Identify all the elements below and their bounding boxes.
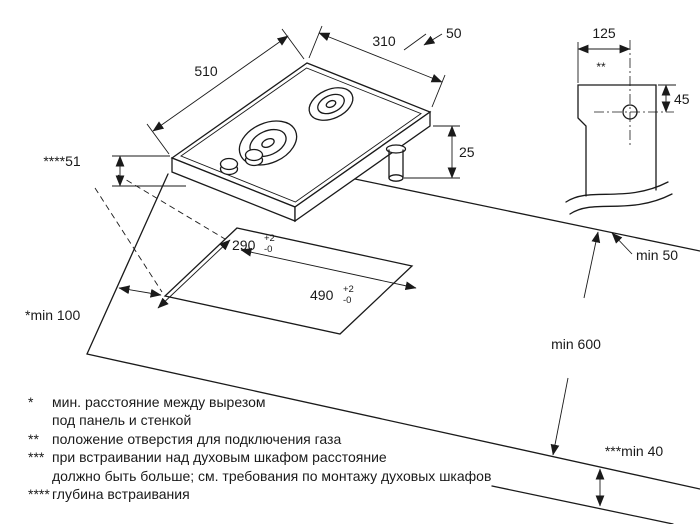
footnote-text: мин. расстояние между вырезом <box>52 394 266 410</box>
footnote-marker: ** <box>28 431 39 447</box>
worktop-left-edge <box>86 173 169 355</box>
dim-510-label: 510 <box>194 63 218 79</box>
footnote-text: под панель и стенкой <box>52 412 191 428</box>
cutout-490-tol-minus: -0 <box>343 295 351 306</box>
footnote-text: при встраивании над духовым шкафом расст… <box>52 449 387 465</box>
footnote-text: глубина встраивания <box>52 486 190 502</box>
footnote-text: положение отверстия для подключения газа <box>52 431 341 447</box>
footnote-marker: *** <box>28 449 45 465</box>
cutout-290-label: 290 <box>232 237 256 253</box>
dimension-lines <box>112 25 676 507</box>
panel-outline <box>577 84 657 197</box>
control-knobs <box>219 148 264 176</box>
footnotes: * мин. расстояние между вырезом под пане… <box>28 394 491 502</box>
break-line <box>569 193 673 215</box>
cutout-290-tol-plus: +2 <box>264 233 275 244</box>
gas-hole-footnote-ref: ** <box>596 60 606 74</box>
dim-125-label: 125 <box>592 25 616 41</box>
footnote-text: должно быть больше; см. требования по мо… <box>52 468 491 484</box>
burner-small <box>308 87 354 121</box>
min-100-label: *min 100 <box>25 307 80 323</box>
hob-body-right <box>294 110 431 223</box>
min-50-label: min 50 <box>636 247 678 263</box>
hob <box>170 62 432 223</box>
gas-hole-detail-view <box>565 40 674 215</box>
dim-50-label: 50 <box>446 25 462 41</box>
dim-25-label: 25 <box>459 144 475 160</box>
break-line <box>565 181 669 203</box>
oven-top-edge <box>491 485 674 524</box>
cutout-490-label: 490 <box>310 287 334 303</box>
cutout-490-tol-plus: +2 <box>343 284 354 295</box>
cutout-290-tol-minus: -0 <box>264 244 272 255</box>
gas-inlet-pipe <box>385 144 407 182</box>
projection-line <box>94 187 163 293</box>
min-40-label: ***min 40 <box>605 443 664 459</box>
footnote-marker: * <box>28 394 34 410</box>
dim-51-label: ****51 <box>43 153 81 169</box>
dim-45-label: 45 <box>674 91 690 107</box>
worktop-front-edge <box>86 353 700 490</box>
footnote-marker: **** <box>28 486 50 502</box>
dimension-labels: 510 310 50 25 ****51 125 45 ** 290 +2 -0… <box>25 25 690 459</box>
dim-310-label: 310 <box>372 33 396 49</box>
cutout-outline <box>163 227 414 335</box>
min-600-label: min 600 <box>551 336 601 352</box>
worktop-rear-edge <box>354 178 700 252</box>
